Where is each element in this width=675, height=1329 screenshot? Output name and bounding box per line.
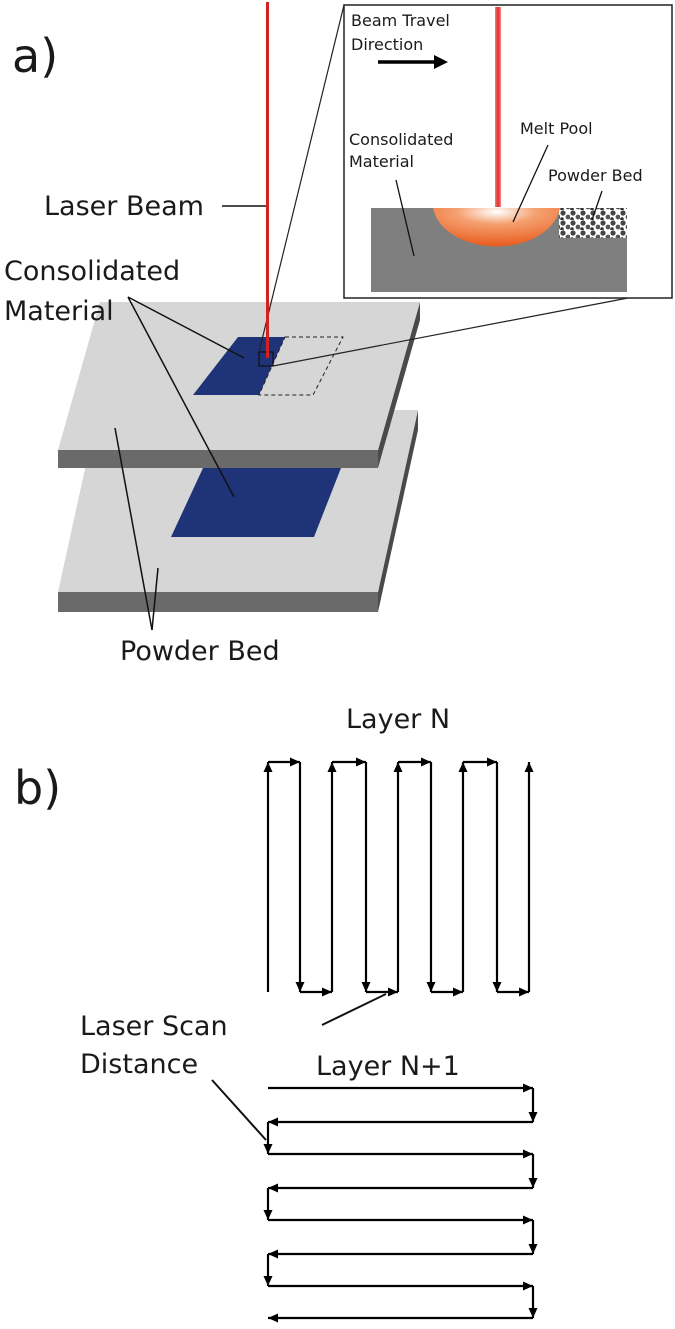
inset-powder-bed-leader xyxy=(591,190,603,221)
beam-travel-line1: Beam Travel xyxy=(351,11,450,30)
inset-melt-pool xyxy=(433,208,560,247)
scan-distance-line2: Distance xyxy=(80,1049,198,1080)
beam-travel-arrowhead xyxy=(434,55,448,69)
scan-distance-leader-n1 xyxy=(211,1079,267,1141)
consolidated-label-line1: Consolidated xyxy=(4,256,180,287)
powder-bed-leader-upper xyxy=(114,427,153,631)
consolidated-layer-lower xyxy=(171,468,341,537)
inset-panel: Beam Travel Direction Consolidated Mater… xyxy=(343,4,673,299)
beam-travel-line2: Direction xyxy=(351,35,423,54)
inset-powder-bed xyxy=(559,208,627,238)
zoom-line-top xyxy=(258,4,345,353)
consolidated-label-line2: Material xyxy=(4,296,114,327)
inset-powder-bed-label: Powder Bed xyxy=(548,166,643,185)
laser-beam-label: Laser Beam xyxy=(44,191,204,222)
powder-bed-label: Powder Bed xyxy=(120,636,280,667)
scan-area-outline xyxy=(258,336,344,396)
powder-bed-leader-lower xyxy=(151,567,159,631)
melt-pool-leader xyxy=(512,144,549,223)
inset-consolidated-line1: Consolidated xyxy=(349,130,453,149)
consolidated-leader-lower xyxy=(127,296,235,498)
layer-n-title: Layer N xyxy=(346,704,450,735)
layer-n-scan-path xyxy=(263,757,534,997)
inset-laser-beam xyxy=(495,7,501,207)
zoom-line-bottom xyxy=(272,297,629,367)
scan-distance-line1: Laser Scan xyxy=(80,1011,228,1042)
upper-plate xyxy=(58,302,420,468)
scan-distance-leader-n xyxy=(321,993,387,1026)
layer-n1-scan-path xyxy=(263,1083,538,1323)
layer-n1-title: Layer N+1 xyxy=(316,1051,460,1082)
panel-a-label: a) xyxy=(12,29,58,83)
inset-consolidated-line2: Material xyxy=(349,152,414,171)
panel-b-label: b) xyxy=(14,761,61,815)
melt-pool-label: Melt Pool xyxy=(520,119,593,138)
laser-beam xyxy=(266,2,269,358)
consolidated-leader-upper xyxy=(127,296,245,359)
inset-consolidated-leader xyxy=(395,179,415,257)
